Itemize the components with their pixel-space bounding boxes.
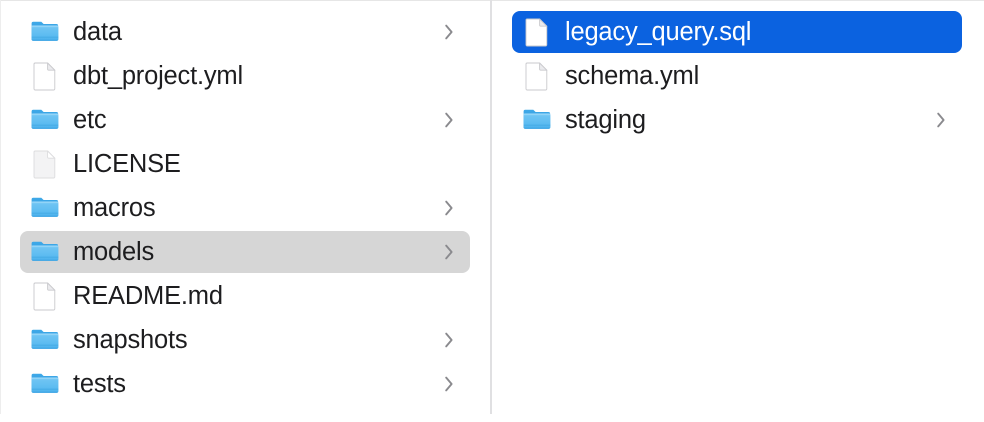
- plain-document-icon: [30, 148, 60, 180]
- chevron-right-icon[interactable]: [442, 373, 456, 395]
- document-icon: [522, 16, 552, 48]
- folder-row[interactable]: staging: [512, 99, 962, 141]
- file-row[interactable]: dbt_project.yml: [20, 55, 470, 97]
- folder-row[interactable]: macros: [20, 187, 470, 229]
- chevron-right-icon[interactable]: [442, 197, 456, 219]
- file-row[interactable]: schema.yml: [512, 55, 962, 97]
- document-icon: [522, 60, 552, 92]
- chevron-right-icon[interactable]: [442, 241, 456, 263]
- item-label: LICENSE: [73, 150, 181, 178]
- item-label: models: [73, 238, 155, 266]
- item-label: snapshots: [73, 326, 188, 354]
- item-label: staging: [565, 106, 646, 134]
- document-icon: [30, 280, 60, 312]
- item-label: tests: [73, 370, 126, 398]
- folder-icon: [30, 192, 60, 224]
- folder-icon: [30, 368, 60, 400]
- file-row[interactable]: README.md: [20, 275, 470, 317]
- chevron-right-icon[interactable]: [442, 329, 456, 351]
- chevron-right-icon[interactable]: [934, 109, 948, 131]
- file-row[interactable]: legacy_query.sql: [512, 11, 962, 53]
- folder-icon: [30, 16, 60, 48]
- document-icon: [30, 60, 60, 92]
- item-label: dbt_project.yml: [73, 62, 243, 90]
- file-row[interactable]: LICENSE: [20, 143, 470, 185]
- item-label: legacy_query.sql: [565, 18, 752, 46]
- chevron-right-icon[interactable]: [442, 21, 456, 43]
- folder-row[interactable]: data: [20, 11, 470, 53]
- folder-icon: [30, 104, 60, 136]
- folder-row[interactable]: tests: [20, 363, 470, 405]
- column-divider[interactable]: [490, 0, 492, 414]
- finder-column-child[interactable]: legacy_query.sql schema.yml staging: [492, 1, 984, 422]
- folder-icon: [522, 104, 552, 136]
- folder-row[interactable]: etc: [20, 99, 470, 141]
- folder-row[interactable]: models: [20, 231, 470, 273]
- item-label: README.md: [73, 282, 223, 310]
- item-label: data: [73, 18, 122, 46]
- chevron-right-icon[interactable]: [442, 109, 456, 131]
- item-label: etc: [73, 106, 107, 134]
- item-label: macros: [73, 194, 156, 222]
- folder-row[interactable]: snapshots: [20, 319, 470, 361]
- folder-icon: [30, 324, 60, 356]
- item-label: schema.yml: [565, 62, 700, 90]
- left-border: [0, 0, 1, 414]
- folder-icon: [30, 236, 60, 268]
- top-border: [0, 0, 984, 1]
